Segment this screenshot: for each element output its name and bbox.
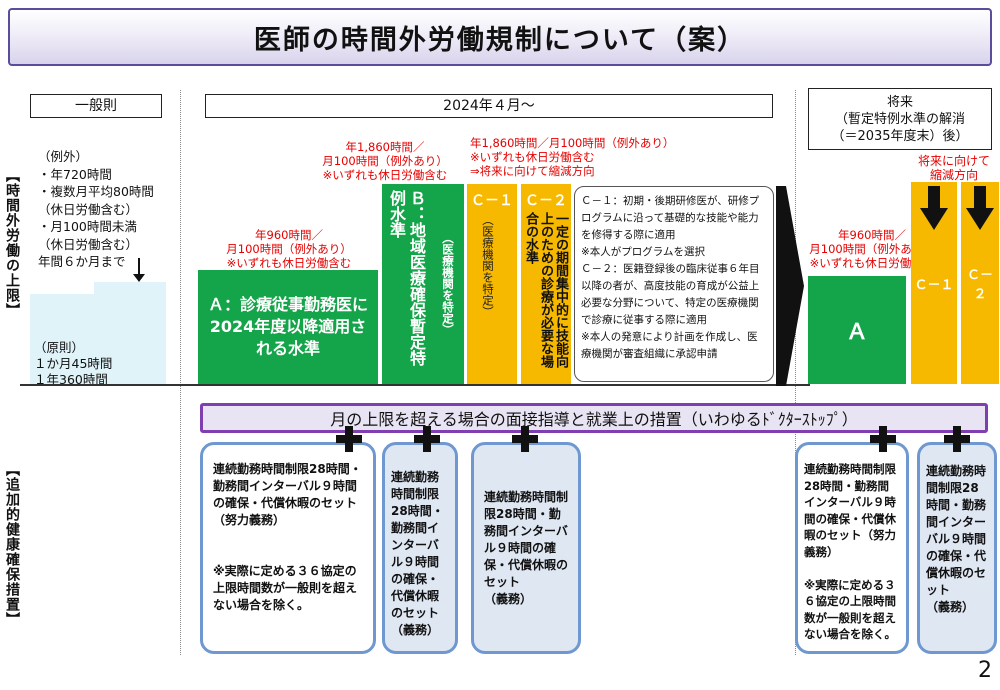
block-future-a: Ａ bbox=[808, 276, 906, 384]
measure-box-4: 連続勤務時間制限28時間・勤務間インターバル９時間の確保・代償休暇のセット（努力… bbox=[795, 442, 909, 654]
block-future-a-label: Ａ bbox=[845, 320, 868, 345]
measure-box-1: 連続勤務時間制限28時間・勤務間インターバル９時間の確保・代償休暇のセット（努力… bbox=[200, 442, 376, 654]
block-b: Ｂ：地域医療確保暫定特例水準 （医療機関を特定） bbox=[382, 184, 464, 384]
measure-box-2: 連続勤務時間制限28時間・勤務間インターバル９時間の確保・代償休暇のセット （義… bbox=[382, 442, 458, 654]
block-c1-head: Ｃ－１ bbox=[471, 193, 513, 209]
divider-left bbox=[180, 90, 181, 655]
block-c1: Ｃ－１ （医療機関を特定） bbox=[467, 184, 517, 384]
block-future-c2-label: Ｃ－２ bbox=[966, 268, 993, 302]
general-area-notch bbox=[30, 282, 94, 294]
general-principle: （原則） １か月45時間 １年360時間 bbox=[34, 340, 113, 387]
measure-box-3: 連続勤務時間制限28時間・勤務間インターバル９時間の確保・代償休暇のセット （義… bbox=[471, 442, 581, 654]
divider-right bbox=[795, 90, 796, 655]
arrow-down-line bbox=[138, 258, 140, 280]
limit-future-a: 年960時間／ 月100時間（例外あり） ※いずれも休日労働含む bbox=[809, 228, 935, 270]
plus-icon bbox=[944, 426, 970, 452]
limit-c: 年1,860時間／月100時間（例外あり） ※いずれも休日労働含む ⇒将来に向け… bbox=[470, 136, 675, 178]
arrow-down-icon bbox=[133, 274, 145, 282]
side-label-upper: 【時間外労働の上限】 bbox=[4, 168, 20, 318]
block-c1-sub: （医療機関を特定） bbox=[481, 214, 495, 318]
block-future-c1-label: Ｃ－１ bbox=[914, 277, 954, 293]
transition-arrow-icon bbox=[776, 186, 804, 386]
page-title-text: 医師の時間外労働規制について（案） bbox=[253, 24, 747, 56]
header-future: 将来 （暫定特例水準の解消 （＝2035年度末）後） bbox=[808, 88, 992, 150]
general-area bbox=[30, 282, 166, 384]
plus-icon bbox=[870, 426, 896, 452]
block-c2-head: Ｃ－２ bbox=[525, 193, 567, 209]
header-2024: 2024年４月～ bbox=[205, 94, 773, 118]
block-b-sub: （医療機関を特定） bbox=[441, 232, 455, 336]
block-c2-body: 一定の期間集中的に技能向上のための診療が必要な場合の水準 bbox=[523, 212, 568, 368]
doctor-stop-bar: 月の上限を超える場合の面接指導と就業上の措置（いわゆるﾄﾞｸﾀｰｽﾄｯﾌﾟ） bbox=[200, 403, 988, 433]
general-exceptions: （例外） ・年720時間 ・複数月平均80時間 （休日労働含む） ・月100時間… bbox=[38, 149, 154, 269]
limit-b: 年1,860時間／ 月100時間（例外あり） ※いずれも休日労働含む bbox=[322, 140, 448, 182]
header-general: 一般則 bbox=[30, 94, 162, 118]
baseline bbox=[20, 384, 810, 386]
doctor-stop-label: 月の上限を超える場合の面接指導と就業上の措置（いわゆるﾄﾞｸﾀｰｽﾄｯﾌﾟ） bbox=[330, 410, 858, 429]
page-title: 医師の時間外労働規制について（案） bbox=[8, 8, 992, 66]
page-number: 2 bbox=[978, 658, 992, 683]
limit-future-c: 将来に向けて 縮減方向 bbox=[917, 154, 990, 182]
limit-a: 年960時間／ 月100時間（例外あり） ※いずれも休日労働含む bbox=[226, 228, 352, 270]
c-note: Ｃ－１：初期・後期研修医が、研修プログラムに沿って基礎的な技能や能力を修得する際… bbox=[574, 186, 774, 382]
down-arrow-icon bbox=[920, 186, 948, 230]
block-b-head: Ｂ：地域医療確保暫定特例水準 bbox=[387, 190, 426, 366]
down-arrow-icon bbox=[966, 186, 994, 230]
side-label-lower: 【追加的健康確保措置】 bbox=[4, 462, 20, 627]
plus-icon bbox=[336, 426, 362, 452]
block-a-label: Ａ：診療従事勤務医に2024年度以降適用される水準 bbox=[207, 295, 368, 358]
plus-icon bbox=[414, 426, 440, 452]
plus-icon bbox=[512, 426, 538, 452]
measure-box-5: 連続勤務時間制限28時間・勤務間インターバル９時間の確保・代償休暇のセット （義… bbox=[917, 442, 997, 654]
block-c2: Ｃ－２ 一定の期間集中的に技能向上のための診療が必要な場合の水準 bbox=[521, 184, 571, 384]
block-a: Ａ：診療従事勤務医に2024年度以降適用される水準 bbox=[198, 270, 378, 384]
